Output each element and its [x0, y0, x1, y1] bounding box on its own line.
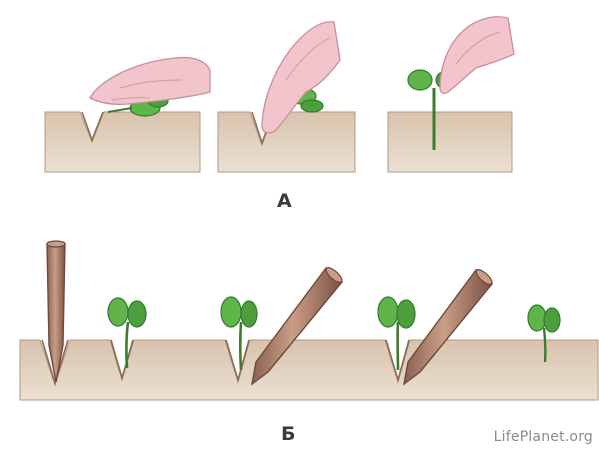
- panel-b-label: Б: [281, 423, 295, 445]
- panel-a-step-1: [45, 58, 210, 173]
- soil-block: [388, 112, 512, 172]
- soil-block: [45, 112, 200, 172]
- hand-icon: [440, 17, 514, 94]
- soil-strip: [20, 340, 598, 400]
- panel-a-step-3: [388, 17, 514, 172]
- panel-b: [20, 241, 598, 400]
- panel-a-label: А: [277, 190, 292, 212]
- panel-a-step-2: [218, 22, 355, 172]
- hand-icon: [90, 58, 210, 105]
- panel-a: [45, 17, 514, 172]
- watermark: LifePlanet.org: [494, 429, 593, 445]
- soil-block: [218, 112, 355, 172]
